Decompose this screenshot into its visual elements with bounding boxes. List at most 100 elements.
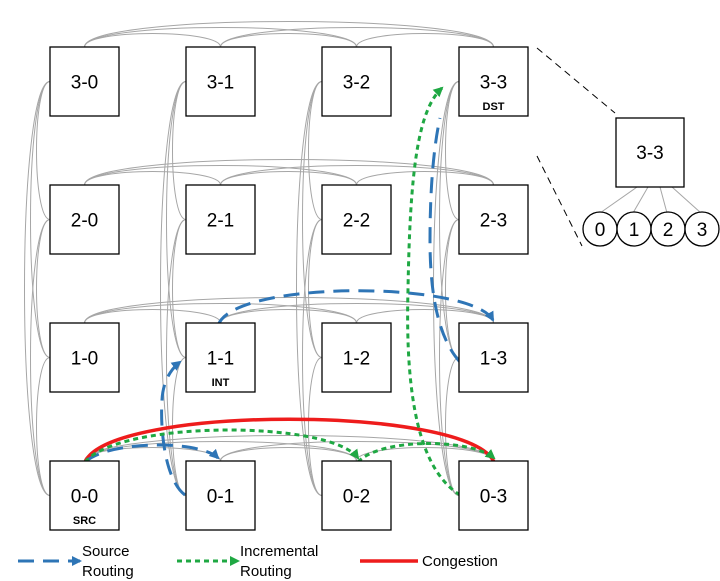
col-link-0-2-3 bbox=[36, 81, 51, 220]
col-link-2-0-3 bbox=[296, 81, 323, 496]
node-label: 0-2 bbox=[343, 487, 370, 508]
row-link-1-1-2 bbox=[220, 309, 357, 324]
interconnect-links bbox=[24, 21, 494, 496]
incremental-routing-paths bbox=[83, 86, 496, 497]
legend-incremental-line2: Routing bbox=[240, 563, 292, 580]
node-box bbox=[185, 184, 256, 255]
node-box bbox=[185, 46, 256, 117]
row-link-0-1-2 bbox=[220, 447, 357, 462]
col-link-2-2-3 bbox=[308, 81, 323, 220]
row-link-0-0-2 bbox=[84, 441, 357, 462]
col-link-0-0-3 bbox=[24, 81, 51, 496]
node-label: 1-2 bbox=[343, 349, 370, 370]
legend-source-line1: Source bbox=[82, 543, 130, 560]
node-3-1: 3-1 bbox=[185, 46, 256, 117]
node-label: 1-3 bbox=[480, 349, 507, 370]
node-label: 2-3 bbox=[480, 211, 507, 232]
node-label: 0-0 bbox=[71, 487, 98, 508]
row-link-2-2-3 bbox=[356, 171, 494, 186]
core-label: 2 bbox=[663, 220, 674, 241]
node-label: 2-1 bbox=[207, 211, 234, 232]
node-box bbox=[49, 184, 120, 255]
node-label: 3-0 bbox=[71, 73, 98, 94]
node-1-0: 1-0 bbox=[49, 322, 120, 393]
core-2: 2 bbox=[650, 211, 686, 247]
core-label: 3 bbox=[697, 220, 708, 241]
row-link-0-0-3 bbox=[84, 435, 494, 462]
legend: Source Routing Incremental Routing Conge… bbox=[18, 543, 498, 580]
row-link-2-0-2 bbox=[84, 165, 357, 186]
zoom-line-bottom bbox=[536, 155, 583, 247]
congestion-path bbox=[83, 417, 496, 463]
node-label: 3-2 bbox=[343, 73, 370, 94]
node-box bbox=[49, 46, 120, 117]
row-link-3-0-3 bbox=[84, 21, 494, 48]
node-0-1: 0-1 bbox=[185, 460, 256, 531]
legend-incremental-line1: Incremental bbox=[240, 543, 318, 560]
node-box bbox=[458, 322, 529, 393]
col-link-3-0-1 bbox=[445, 357, 460, 496]
node-label: 3-3 bbox=[480, 73, 507, 94]
source-routing-paths bbox=[84, 117, 495, 497]
node-3-0: 3-0 bbox=[49, 46, 120, 117]
node-box bbox=[458, 46, 529, 117]
node-label: 2-0 bbox=[71, 211, 98, 232]
core-1: 1 bbox=[616, 211, 652, 247]
node-tag: SRC bbox=[73, 515, 96, 527]
node-0-2: 0-2 bbox=[321, 460, 392, 531]
zoom-cores: 0 1 2 3 bbox=[582, 211, 720, 247]
row-link-0-0-1 bbox=[84, 447, 221, 462]
col-link-3-1-2 bbox=[445, 219, 460, 358]
node-0-3: 0-3 bbox=[458, 460, 529, 531]
node-label: 0-1 bbox=[207, 487, 234, 508]
node-box bbox=[321, 46, 392, 117]
core-0: 0 bbox=[582, 211, 618, 247]
legend-congestion-label: Congestion bbox=[422, 553, 498, 570]
node-label: 3-1 bbox=[207, 73, 234, 94]
node-tag: INT bbox=[212, 377, 230, 389]
node-box bbox=[49, 322, 120, 393]
node-1-3: 1-3 bbox=[458, 322, 529, 393]
legend-source-line2: Routing bbox=[82, 563, 134, 580]
node-box bbox=[49, 460, 120, 531]
core-label: 0 bbox=[595, 220, 606, 241]
col-link-1-2-3 bbox=[172, 81, 187, 220]
col-link-3-2-3 bbox=[445, 81, 460, 220]
row-link-2-0-1 bbox=[84, 171, 221, 186]
col-link-0-0-1 bbox=[36, 357, 51, 496]
row-link-2-1-2 bbox=[220, 171, 357, 186]
node-box bbox=[458, 184, 529, 255]
node-label: 0-3 bbox=[480, 487, 507, 508]
node-2-1: 2-1 bbox=[185, 184, 256, 255]
row-link-3-2-3 bbox=[356, 33, 494, 48]
col-link-0-1-2 bbox=[36, 219, 51, 358]
node-box bbox=[185, 322, 256, 393]
node-box bbox=[321, 460, 392, 531]
col-link-1-1-2 bbox=[172, 219, 187, 358]
node-label: 1-0 bbox=[71, 349, 98, 370]
core-label: 1 bbox=[629, 220, 640, 241]
row-link-2-0-3 bbox=[84, 159, 494, 186]
zoom-line-top bbox=[536, 47, 616, 114]
col-link-1-0-3 bbox=[160, 81, 187, 496]
col-link-2-1-2 bbox=[308, 219, 323, 358]
node-box bbox=[321, 184, 392, 255]
core-circle bbox=[684, 211, 720, 247]
row-link-3-0-1 bbox=[84, 33, 221, 48]
node-2-0: 2-0 bbox=[49, 184, 120, 255]
node-2-3: 2-3 bbox=[458, 184, 529, 255]
row-link-1-0-3 bbox=[84, 297, 494, 324]
core-3: 3 bbox=[684, 211, 720, 247]
node-tag: DST bbox=[483, 101, 505, 113]
row-link-3-1-2 bbox=[220, 33, 357, 48]
row-link-1-0-1 bbox=[84, 309, 221, 324]
node-1-2: 1-2 bbox=[321, 322, 392, 393]
node-3-2: 3-2 bbox=[321, 46, 392, 117]
node-box bbox=[458, 460, 529, 531]
row-link-1-2-3 bbox=[356, 309, 494, 324]
col-link-2-0-1 bbox=[308, 357, 323, 496]
